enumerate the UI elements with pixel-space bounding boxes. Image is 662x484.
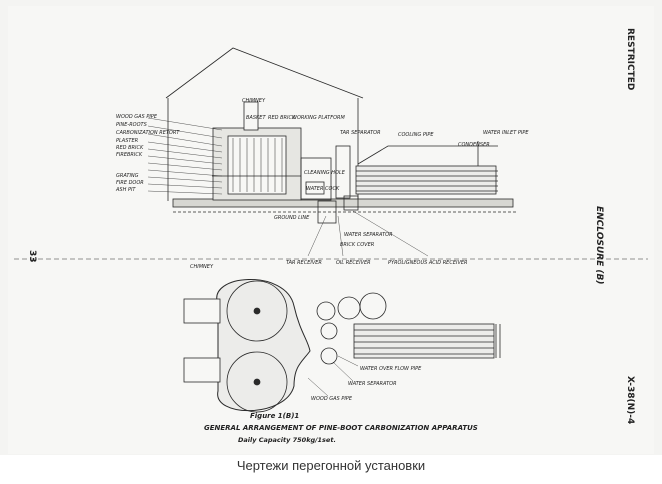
plan-condenser	[353, 323, 495, 359]
enclosure-label: ENCLOSURE (B)	[594, 206, 604, 284]
image-frame: CHIMNEY BASKET RED BRICK WORKING PLATFOR…	[0, 0, 662, 455]
label-red-brick-top: RED BRICK	[268, 115, 296, 121]
label-pyroligneous-acid-receiver: PYROLIGNEOUS ACID RECEIVER	[388, 260, 468, 266]
cooling-pipe-line	[357, 145, 498, 165]
label-tar-receiver: TAR RECEIVER	[286, 260, 322, 266]
label-grating: GRATING	[116, 173, 139, 179]
plan-retort-lower	[226, 351, 288, 413]
shed-roof-outline	[165, 47, 364, 99]
label-basket: BASKET	[246, 115, 266, 121]
label-working-platform: WORKING PLATFORM	[292, 115, 346, 121]
plan-separator-2	[320, 347, 338, 365]
water-separator-box	[317, 200, 337, 224]
label-wood-gas-pipe: WOOD GAS PIPE	[116, 114, 158, 120]
brick-cover-box	[343, 195, 359, 211]
label-fire-door: FIRE DOOR	[116, 180, 144, 186]
figure-title: GENERAL ARRANGEMENT OF PINE-BOOT CARBONI…	[204, 424, 478, 432]
label-tar-separator: TAR SEPARATOR	[340, 130, 381, 136]
plan-label-wood-gas-pipe: WOOD GAS PIPE	[311, 396, 353, 402]
label-oil-receiver: OIL RECEIVER	[336, 260, 371, 266]
label-chimney: CHIMNEY	[242, 98, 266, 104]
retort-chamber	[227, 135, 287, 195]
label-ground-line: GROUND LINE	[274, 215, 310, 221]
label-condenser: CONDENSER	[458, 142, 490, 148]
plan-oil-receiver	[337, 296, 361, 320]
plan-fire-door-upper	[183, 298, 221, 324]
plan-retort-upper	[226, 280, 288, 342]
plan-label-water-over-flow-pipe: WATER OVER FLOW PIPE	[360, 366, 422, 372]
label-brick-cover: BRICK COVER	[340, 242, 374, 248]
figure-number: Figure 1(B)1	[250, 412, 299, 420]
label-red-brick: RED BRICK	[116, 145, 144, 151]
label-pine-roots: PINE-ROOTS	[116, 122, 148, 128]
figure-subtitle: Daily Capacity 750kg/1set.	[238, 436, 336, 444]
plan-acid-receiver	[359, 292, 387, 320]
image-caption: Чертежи перегонной установки	[236, 458, 426, 473]
plan-label-water-separator: WATER SEPARATOR	[348, 381, 397, 387]
tar-separator-column	[335, 145, 351, 199]
water-cock-box	[305, 181, 325, 195]
label-water-inlet-pipe: WATER INLET PIPE	[483, 130, 529, 136]
condenser-tank	[355, 165, 497, 195]
chimney-stack	[243, 101, 259, 131]
page-number: 33	[27, 250, 37, 263]
working-platform-block	[300, 157, 332, 201]
label-cooling-pipe: COOLING PIPE	[398, 132, 434, 138]
restricted-stamp: RESTRICTED	[625, 28, 635, 90]
document-code: X-38(N)-4	[625, 376, 635, 424]
label-water-separator: WATER SEPARATOR	[344, 232, 393, 238]
drawing-sheet: CHIMNEY BASKET RED BRICK WORKING PLATFOR…	[8, 6, 654, 454]
label-cleaning-hole: CLEANING HOLE	[304, 170, 346, 176]
plan-furnace-outline	[216, 279, 311, 412]
plan-label-chimney: CHIMNEY	[190, 264, 214, 270]
label-plaster: PLASTER	[116, 138, 138, 144]
ground-band	[172, 198, 514, 208]
plan-separator-1	[320, 322, 338, 340]
label-fire-brick: FIREBRICK	[116, 152, 143, 158]
plan-tar-receiver	[316, 301, 336, 321]
plan-fire-door-lower	[183, 357, 221, 383]
label-water-cock: WATER COCK	[306, 186, 340, 192]
technical-drawing: CHIMNEY BASKET RED BRICK WORKING PLATFOR…	[14, 28, 648, 444]
label-carbonization-retort: CARBONIZATION RETORT	[116, 130, 180, 136]
label-ash-pit: ASH PIT	[115, 187, 136, 193]
